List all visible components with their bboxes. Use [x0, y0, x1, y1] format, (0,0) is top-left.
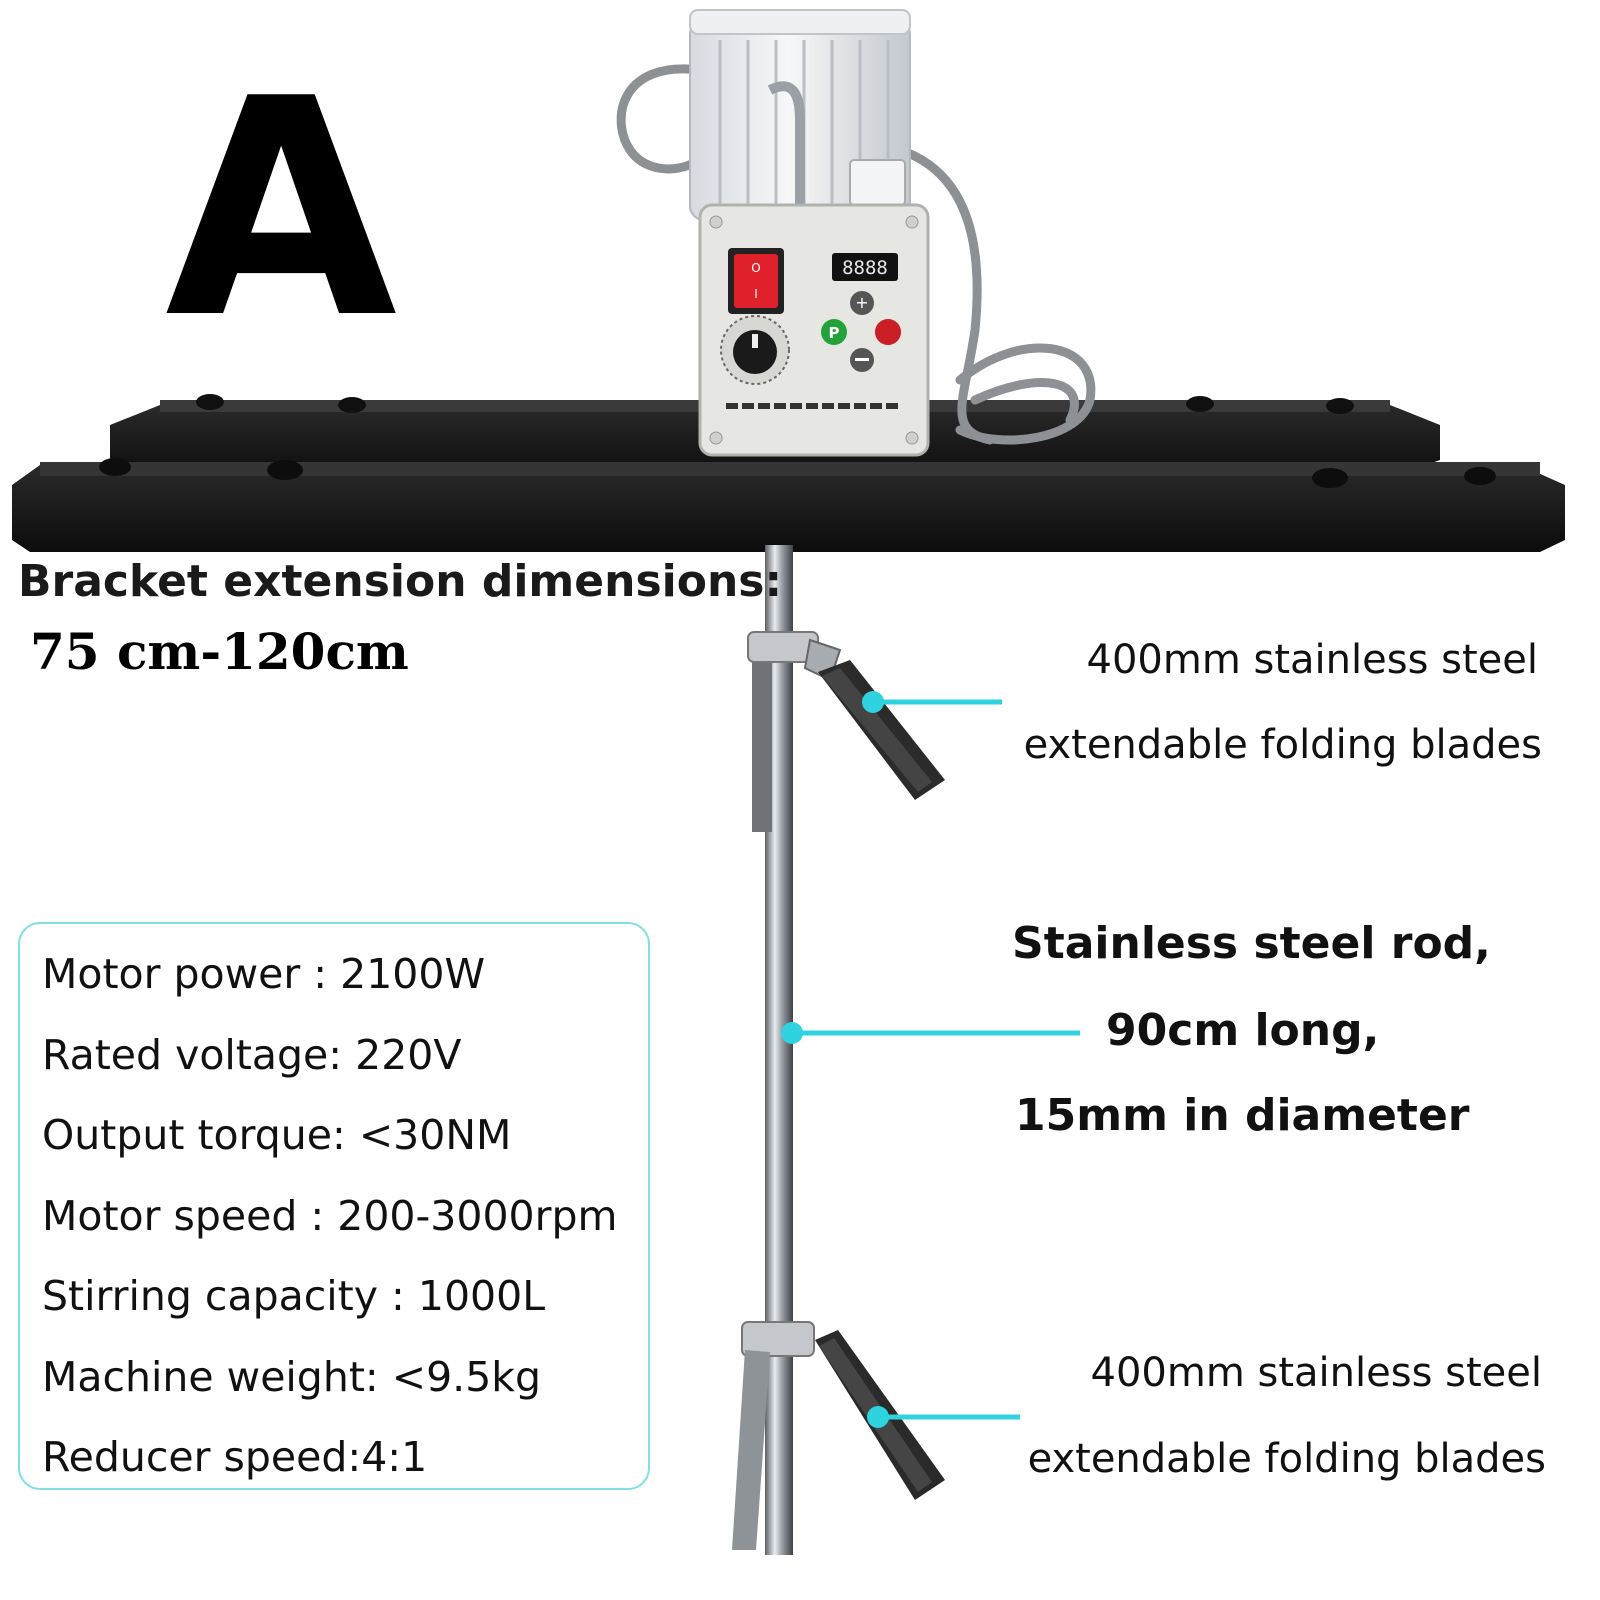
spec-motor-power: Motor power : 2100W	[42, 950, 485, 998]
stop-button[interactable]	[875, 319, 901, 345]
digital-display: 8888	[832, 253, 898, 281]
callout-line-rod	[781, 1022, 1080, 1044]
minus-button[interactable]	[850, 348, 874, 372]
program-button[interactable]: P	[821, 319, 847, 345]
svg-text:+: +	[855, 293, 868, 312]
spec-machine-weight: Machine weight: <9.5kg	[42, 1352, 542, 1401]
variant-label: A	[165, 35, 397, 384]
spec-motor-speed: Motor speed : 200-3000rpm	[42, 1191, 618, 1240]
power-cable	[616, 64, 1096, 445]
callout-line-top-blade	[862, 691, 1002, 713]
callout-line-bottom-blade	[867, 1406, 1020, 1428]
svg-text:P: P	[829, 324, 840, 342]
top-blade-caption-line-1: 400mm stainless steel	[1086, 637, 1538, 683]
rod-caption-line-1: Stainless steel rod,	[1012, 918, 1491, 969]
spec-stirring-capacity: Stirring capacity : 1000L	[42, 1272, 546, 1320]
bottom-blade-caption-line-1: 400mm stainless steel	[1090, 1350, 1542, 1396]
spec-rated-voltage: Rated voltage: 220V	[42, 1030, 462, 1079]
top-blade-caption-line-2: extendable folding blades	[1023, 722, 1542, 768]
bracket-dimensions-title: Bracket extension dimensions:	[18, 556, 783, 607]
svg-text:O: O	[751, 261, 760, 275]
power-switch[interactable]: O I	[728, 248, 784, 314]
speed-knob[interactable]	[720, 315, 790, 385]
top-folding-blade	[747, 631, 945, 832]
rod-caption-line-2: 90cm long,	[1106, 1005, 1380, 1056]
spec-output-torque: Output torque: <30NM	[42, 1111, 512, 1159]
bottom-folding-blade	[732, 1321, 945, 1550]
svg-text:8888: 8888	[842, 257, 888, 279]
motor-housing	[689, 9, 911, 221]
bracket-dimensions-value: 75 cm-120cm	[30, 622, 409, 681]
plus-button[interactable]: +	[850, 291, 874, 315]
svg-text:I: I	[754, 287, 758, 301]
bracket-front-rail	[12, 458, 1565, 552]
bottom-blade-caption-line-2: extendable folding blades	[1027, 1436, 1546, 1482]
specifications-box: Motor power : 2100W Rated voltage: 220V …	[18, 922, 650, 1490]
spec-reducer-speed: Reducer speed:4:1	[42, 1433, 428, 1481]
rod-caption-line-3: 15mm in diameter	[1015, 1090, 1470, 1141]
